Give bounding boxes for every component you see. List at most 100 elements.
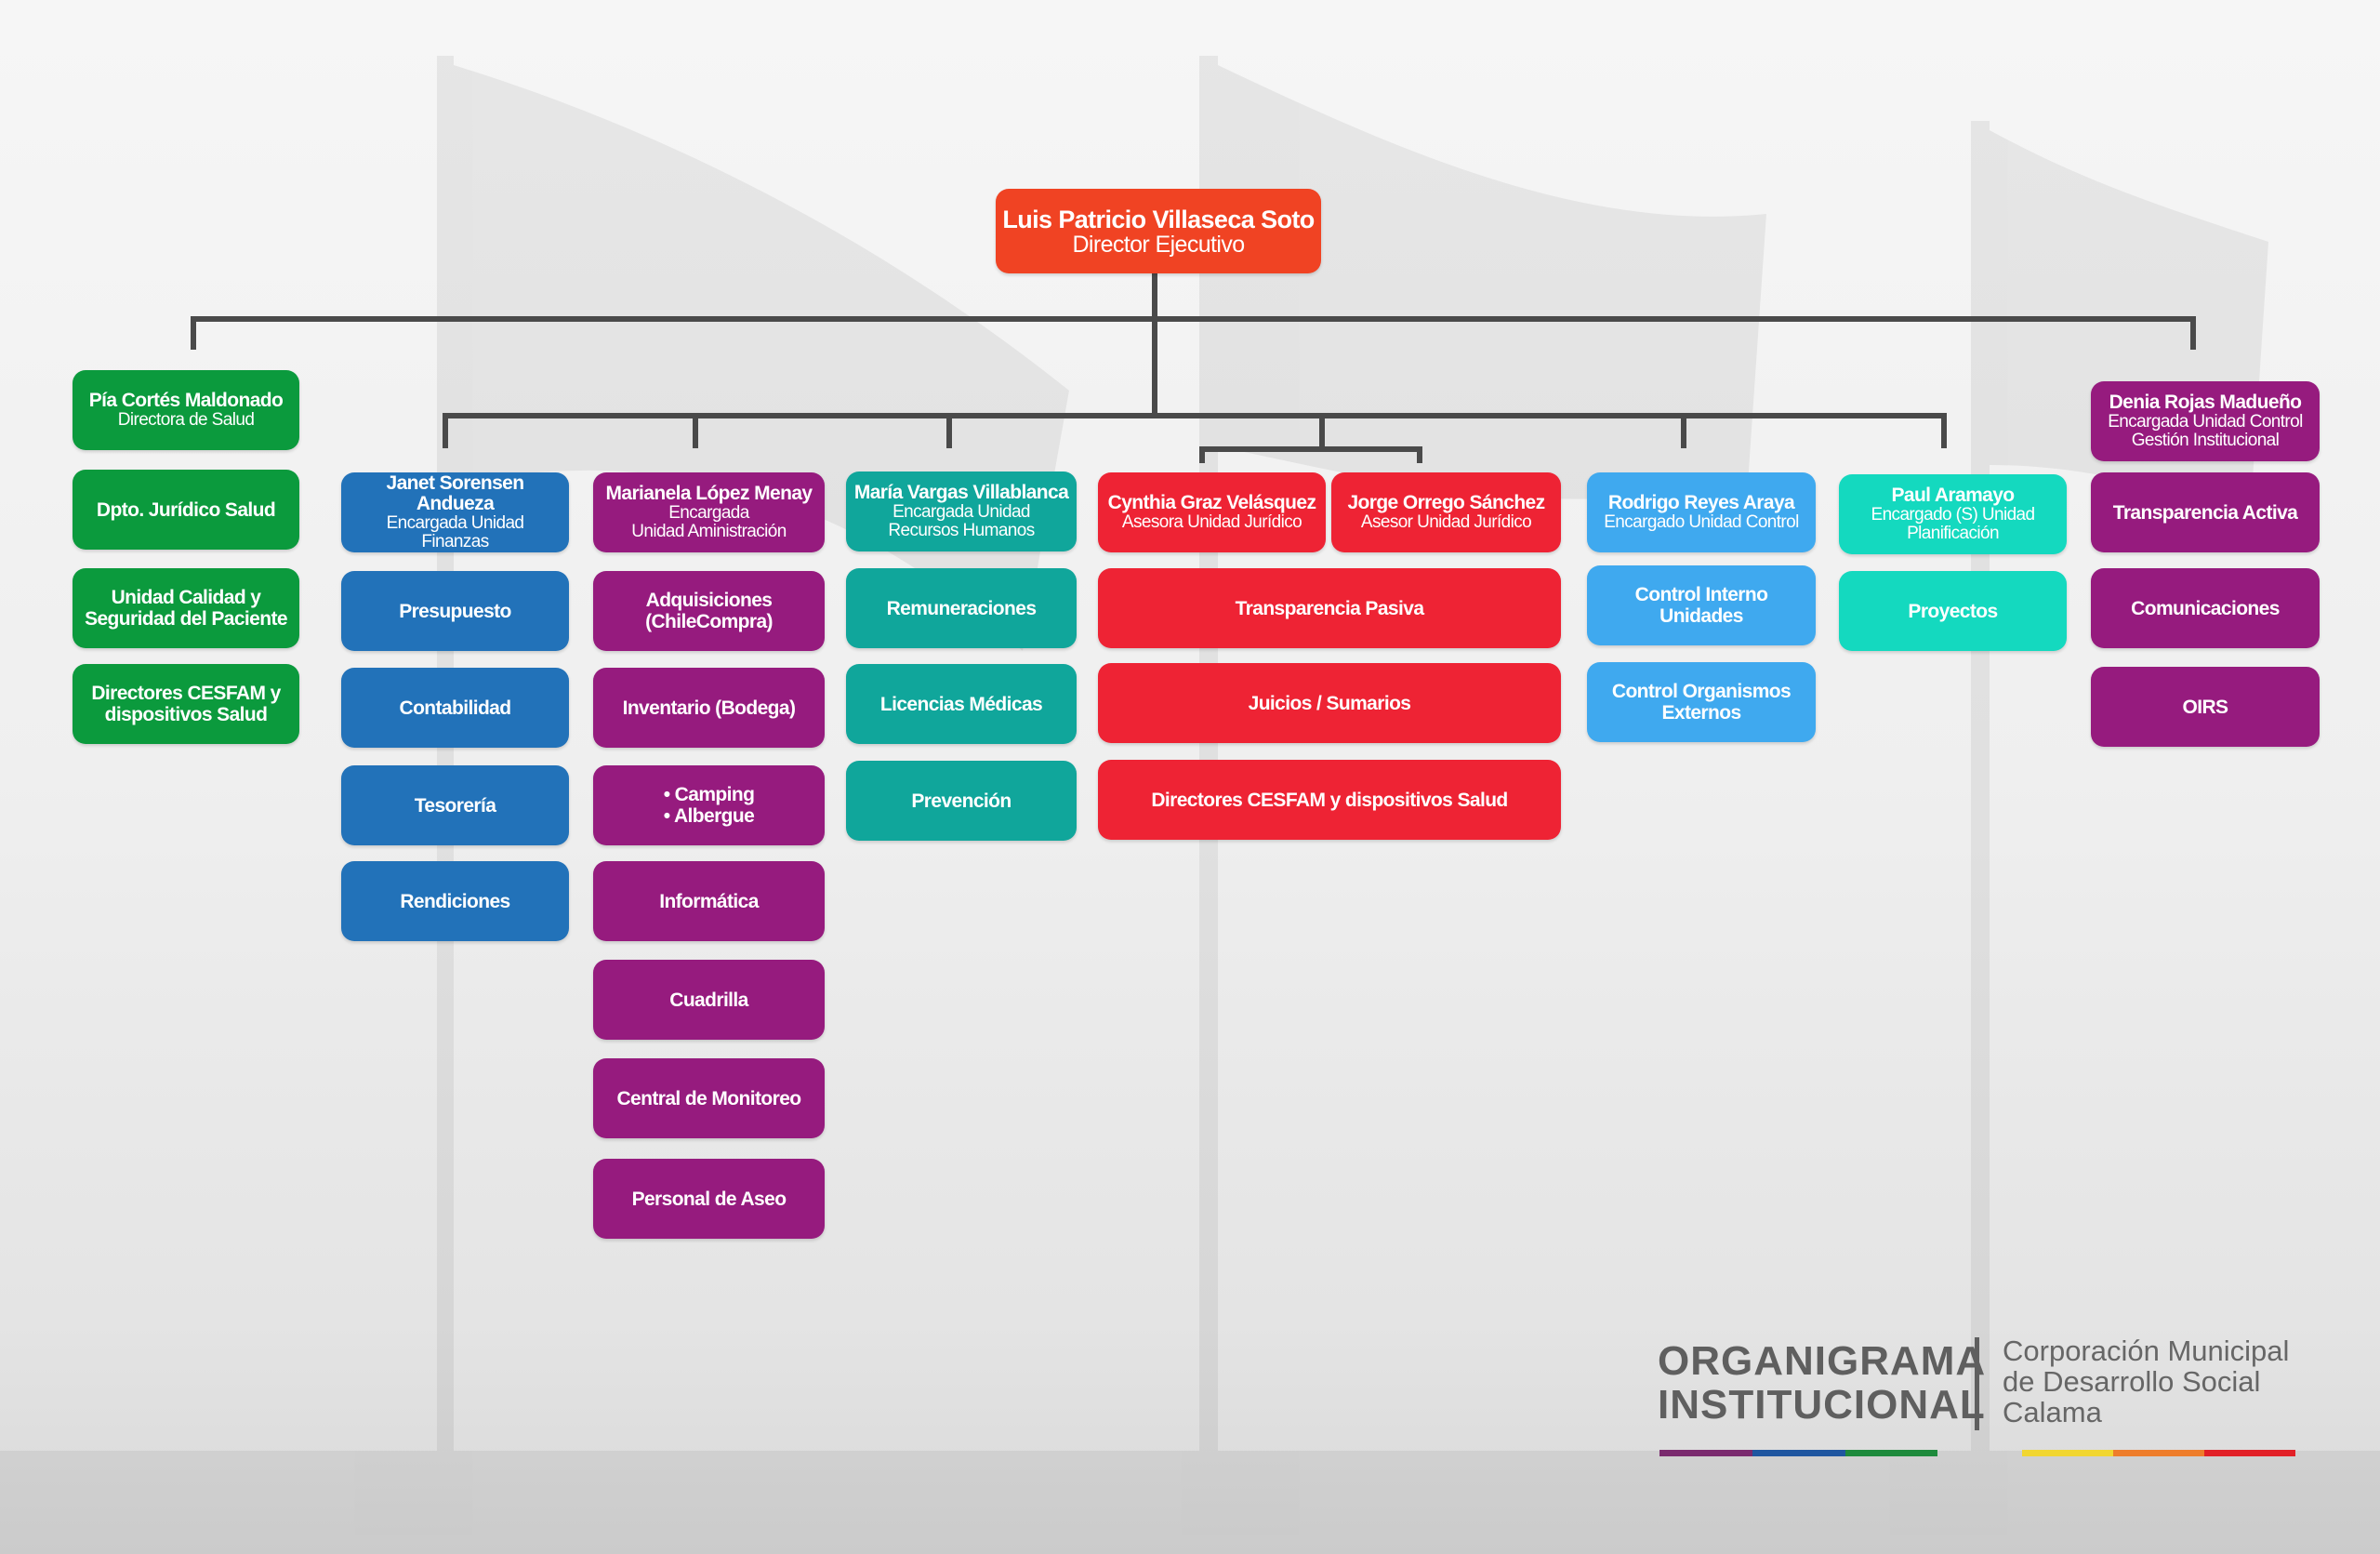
finanzas-unit-box[interactable]: Tesorería: [341, 765, 569, 845]
administracion-unit-box[interactable]: Adquisiciones (ChileCompra): [593, 571, 825, 651]
administracion-unit-box[interactable]: Informática: [593, 861, 825, 941]
administracion-unit-box[interactable]: • Camping• Albergue: [593, 765, 825, 845]
gestion-unit-box[interactable]: Comunicaciones: [2091, 568, 2320, 648]
person-name: Denia Rojas Madueño: [2109, 392, 2302, 413]
person-name: Paul Aramayo: [1891, 485, 2015, 506]
salud-unit-box[interactable]: Dpto. Jurídico Salud: [73, 470, 299, 550]
unit-label: Contabilidad: [399, 697, 512, 719]
rrhh-unit-box[interactable]: Prevención: [846, 761, 1077, 841]
juridico-unit-box[interactable]: Directores CESFAM y dispositivos Salud: [1098, 760, 1561, 840]
color-bar-segment: [2022, 1450, 2113, 1456]
connector-line: [1199, 446, 1205, 463]
person-name: Jorge Orrego Sánchez: [1347, 492, 1545, 513]
person-role: Encargada Unidad: [892, 502, 1030, 522]
administracion-unit-box[interactable]: Cuadrilla: [593, 960, 825, 1040]
unit-label: Juicios / Sumarios: [1248, 692, 1411, 714]
planificacion-unit-box[interactable]: Proyectos: [1839, 571, 2067, 651]
person-name: Janet Sorensen Andueza: [386, 472, 525, 514]
gestion-unit-box[interactable]: OIRS: [2091, 667, 2320, 747]
unit-label: Presupuesto: [399, 600, 511, 622]
juridico-unit-box[interactable]: Transparencia Pasiva: [1098, 568, 1561, 648]
person-role: Planificación: [1907, 524, 1999, 543]
salud-unit-box[interactable]: Unidad Calidad y Seguridad del Paciente: [73, 568, 299, 648]
person-role: Encargada: [668, 503, 749, 523]
person-role: Encargada Unidad: [386, 513, 524, 533]
person-role: Asesora Unidad Jurídico: [1121, 512, 1302, 532]
administracion-unit-box[interactable]: Inventario (Bodega): [593, 668, 825, 748]
finanzas-unit-box[interactable]: Contabilidad: [341, 668, 569, 748]
connector-line: [191, 316, 196, 350]
person-role: Finanzas: [421, 532, 489, 551]
unit-label: Rendiciones: [400, 890, 510, 912]
salud-unit-box[interactable]: Directores CESFAM y dispositivos Salud: [73, 664, 299, 744]
unit-label: Adquisiciones (ChileCompra): [645, 590, 773, 632]
rrhh-unit-box[interactable]: Licencias Médicas: [846, 664, 1077, 744]
connector-line: [1681, 413, 1686, 448]
control-unit-box[interactable]: Control Organismos Externos: [1587, 662, 1816, 742]
connector-line: [1319, 413, 1325, 449]
color-bar-segment: [2113, 1450, 2204, 1456]
finanzas-unit-box[interactable]: Presupuesto: [341, 571, 569, 651]
person-role: Encargado Unidad Control: [1604, 512, 1799, 532]
person-role: Recursos Humanos: [888, 521, 1035, 540]
connector-line: [946, 413, 952, 448]
color-bar-segment: [2204, 1450, 2295, 1456]
connector-line: [1152, 273, 1157, 418]
gestion-unit-box[interactable]: Transparencia Activa: [2091, 472, 2320, 552]
person-role: Encargada Unidad Control: [2108, 412, 2303, 432]
person-role: Encargado (S) Unidad: [1871, 505, 2036, 525]
control-unit-box[interactable]: Control Interno Unidades: [1587, 565, 1816, 645]
color-bar-segment: [1845, 1450, 1937, 1456]
unit-label: Directores CESFAM y dispositivos Salud: [91, 683, 281, 725]
unit-label: Proyectos: [1908, 600, 1998, 622]
unit-label: OIRS: [2182, 696, 2229, 718]
person-role: Unidad Aministración: [631, 522, 787, 541]
unit-label: Personal de Aseo: [631, 1188, 787, 1210]
person-role: Directora de Salud: [117, 410, 255, 430]
person-name: Luis Patricio Villaseca Soto: [1002, 205, 1315, 233]
chart-title: ORGANIGRAMA INSTITUCIONAL: [1658, 1339, 1986, 1427]
unit-label: Transparencia Pasiva: [1235, 597, 1424, 619]
connector-line: [1417, 446, 1422, 463]
person-name: Pía Cortés Maldonado: [88, 390, 284, 411]
org-line-3: Calama: [2003, 1396, 2102, 1428]
connector-line: [2190, 316, 2196, 350]
color-bar-segment: [1659, 1450, 1752, 1456]
unit-label: Cuadrilla: [669, 989, 748, 1011]
connector-line: [693, 413, 698, 448]
org-line-2: de Desarrollo Social: [2003, 1365, 2261, 1398]
unit-label: Tesorería: [414, 794, 496, 817]
unit-label: Control Interno Unidades: [1634, 584, 1768, 627]
unit-label: Transparencia Activa: [2112, 501, 2298, 524]
unit-label: Central de Monitoreo: [616, 1087, 801, 1109]
person-name: Marianela López Menay: [605, 483, 813, 504]
person-role: Gestión Institucional: [2131, 431, 2280, 450]
unit-label: Licencias Médicas: [879, 693, 1043, 715]
unit-label: Prevención: [911, 790, 1012, 812]
rrhh-unit-box[interactable]: Remuneraciones: [846, 568, 1077, 648]
connector-line: [1941, 413, 1947, 448]
administracion-unit-box[interactable]: Personal de Aseo: [593, 1159, 825, 1239]
person-name: Cynthia Graz Velásquez: [1107, 492, 1316, 513]
organization-name: Corporación Municipal de Desarrollo Soci…: [2003, 1335, 2289, 1428]
person-name: María Vargas Villablanca: [853, 482, 1069, 503]
juridico-unit-box[interactable]: Juicios / Sumarios: [1098, 663, 1561, 743]
unit-label: • Albergue: [663, 805, 755, 827]
unit-label: Directores CESFAM y dispositivos Salud: [1151, 789, 1508, 811]
org-line-1: Corporación Municipal: [2003, 1335, 2290, 1367]
color-bar-segment: [1752, 1450, 1845, 1456]
connector-line: [443, 413, 448, 448]
unit-label: • Camping: [663, 784, 755, 805]
finanzas-unit-box[interactable]: Rendiciones: [341, 861, 569, 941]
administracion-unit-box[interactable]: Central de Monitoreo: [593, 1058, 825, 1138]
